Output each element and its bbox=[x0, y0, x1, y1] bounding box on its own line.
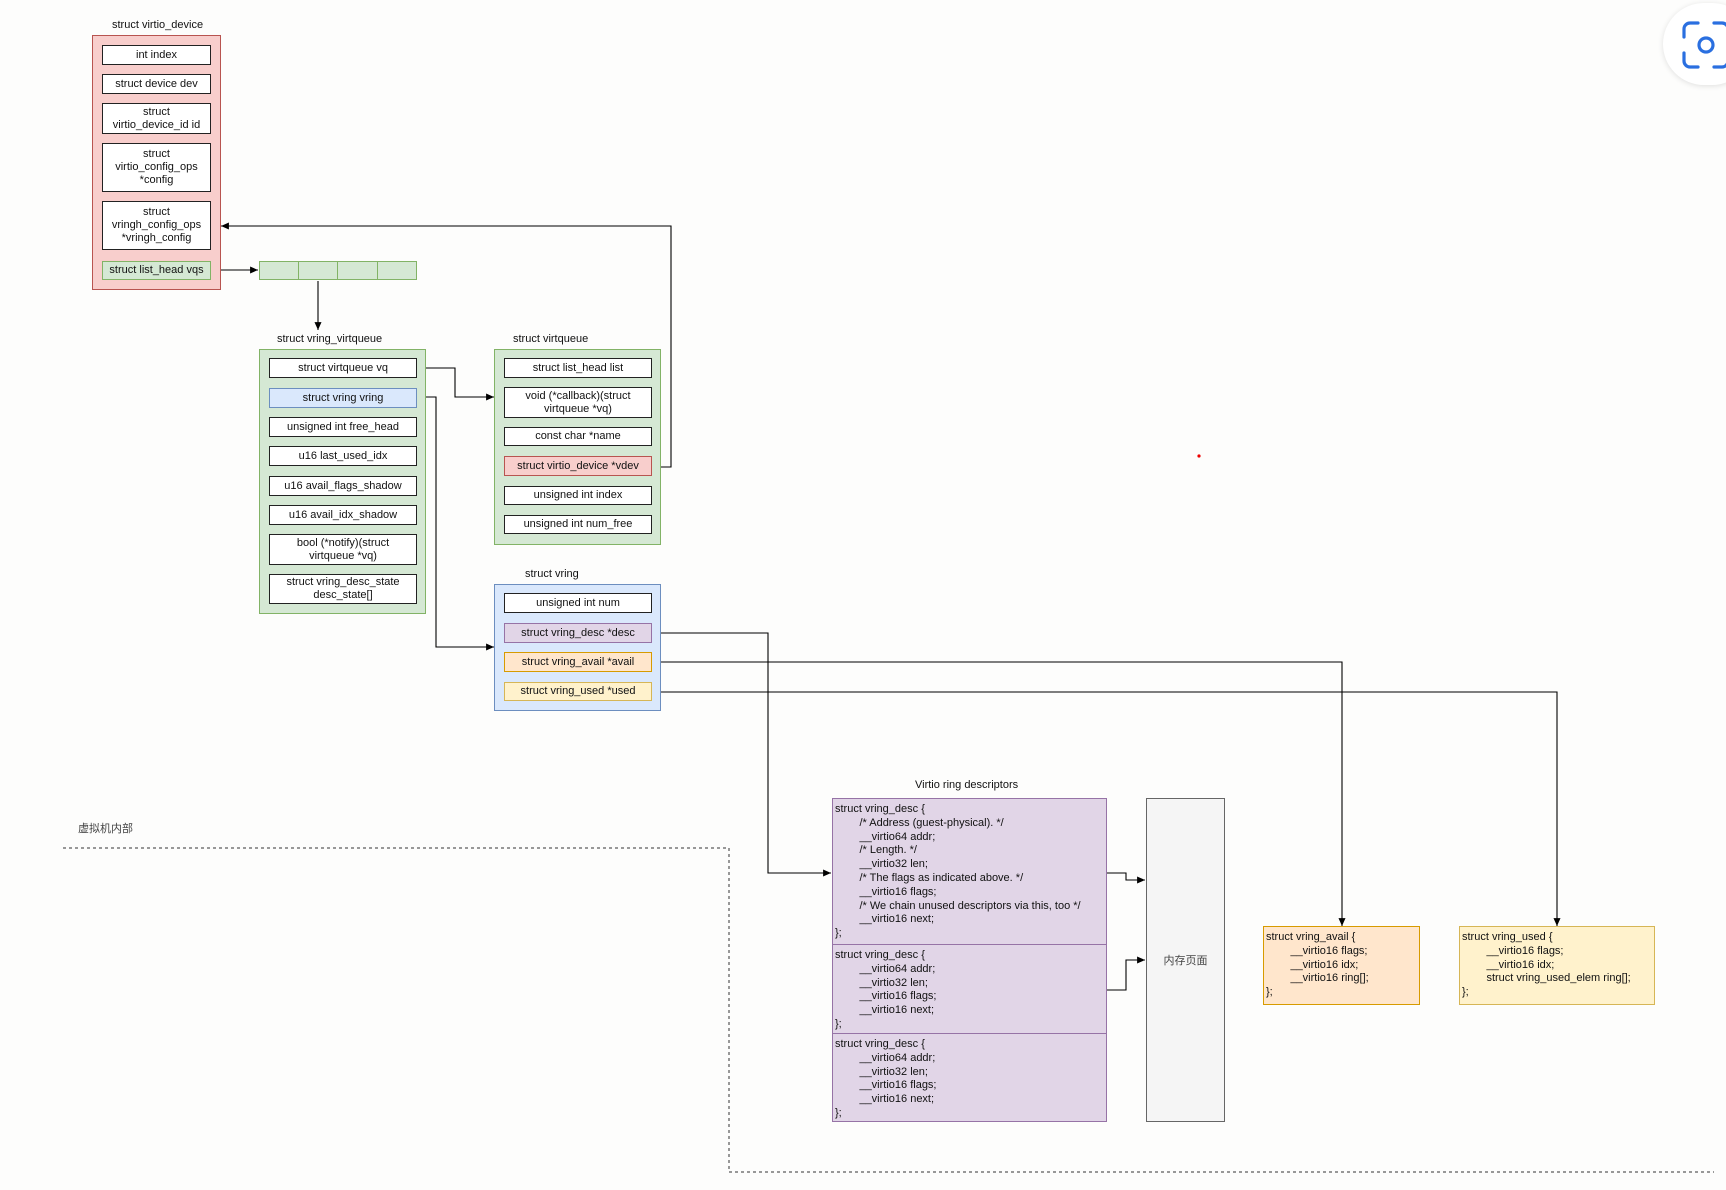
vring-virtqueue-title: struct vring_virtqueue bbox=[277, 333, 383, 345]
vring-desc-block-3: struct vring_desc { __virtio64 addr; __v… bbox=[835, 1038, 937, 1119]
field-int-index: int index bbox=[102, 45, 211, 65]
field-virtqueue-vq: struct virtqueue vq bbox=[269, 358, 417, 378]
field-avail-idx-shadow: u16 avail_idx_shadow bbox=[269, 505, 417, 525]
list-cell bbox=[377, 261, 417, 280]
arrow-vdev-to-virtio-device bbox=[221, 222, 672, 468]
field-vringh-config: struct vringh_config_ops *vringh_config bbox=[102, 201, 211, 250]
vring-avail-panel bbox=[1263, 926, 1420, 1005]
vring-desc-block-2: struct vring_desc { __virtio64 addr; __v… bbox=[832, 945, 1107, 1034]
arrow-desc2-to-memory bbox=[1107, 956, 1145, 991]
memory-page-label: 内存页面 bbox=[1163, 954, 1208, 967]
field-list-head-list: struct list_head list bbox=[504, 358, 652, 378]
arrow-desc-to-descriptors bbox=[651, 632, 831, 877]
vring-desc-block-1: struct vring_desc { /* Address (guest-ph… bbox=[832, 799, 1107, 945]
field-num-free: unsigned int num_free bbox=[504, 515, 652, 534]
field-vdev: struct virtio_device *vdev bbox=[504, 456, 652, 476]
list-cell bbox=[259, 261, 299, 280]
field-vring-vring: struct vring vring bbox=[269, 388, 417, 408]
field-list-head-vqs: struct list_head vqs bbox=[102, 261, 211, 280]
arrow-desc1-to-memory bbox=[1107, 872, 1145, 884]
screenshot-icon bbox=[1682, 21, 1726, 69]
field-callback: void (*callback)(struct virtqueue *vq) bbox=[504, 387, 652, 418]
arrow-used-to-vring-used bbox=[651, 691, 1561, 926]
screenshot-button[interactable] bbox=[1663, 3, 1726, 85]
arrow-avail-to-vring-avail bbox=[651, 661, 1346, 926]
field-desc: struct vring_desc *desc bbox=[504, 623, 652, 643]
vm-boundary-dashed bbox=[63, 847, 1714, 1173]
field-avail: struct vring_avail *avail bbox=[504, 652, 652, 672]
vqs-list-array bbox=[259, 261, 417, 280]
vm-region-label: 虚拟机内部 bbox=[78, 822, 133, 835]
descriptors-title: Virtio ring descriptors bbox=[915, 779, 1019, 791]
descriptors-panel bbox=[832, 798, 1107, 1122]
field-device-dev: struct device dev bbox=[102, 74, 211, 94]
field-name: const char *name bbox=[504, 427, 652, 446]
vring-avail-code: struct vring_avail { __virtio16 flags; _… bbox=[1266, 931, 1369, 999]
field-desc-state: struct vring_desc_state desc_state[] bbox=[269, 574, 417, 604]
field-last-used-idx: u16 last_used_idx bbox=[269, 446, 417, 466]
list-cell bbox=[298, 261, 338, 280]
field-index: unsigned int index bbox=[504, 486, 652, 505]
field-notify: bool (*notify)(struct virtqueue *vq) bbox=[269, 534, 417, 565]
list-cell bbox=[337, 261, 378, 280]
virtqueue-title: struct virtqueue bbox=[513, 333, 589, 345]
virtio-device-title: struct virtio_device bbox=[112, 19, 204, 31]
field-virtio-device-id: struct virtio_device_id id bbox=[102, 103, 211, 134]
arrow-vq-to-virtqueue bbox=[416, 367, 494, 401]
virtqueue-panel bbox=[494, 349, 661, 545]
red-dot bbox=[1197, 454, 1201, 458]
field-used: struct vring_used *used bbox=[504, 682, 652, 701]
memory-page: 内存页面 bbox=[1146, 798, 1225, 1122]
field-free-head: unsigned int free_head bbox=[269, 417, 417, 437]
vring-title: struct vring bbox=[525, 568, 579, 580]
arrow-vring-to-struct-vring bbox=[416, 396, 494, 651]
field-num: unsigned int num bbox=[504, 593, 652, 613]
field-avail-flags-shadow: u16 avail_flags_shadow bbox=[269, 476, 417, 496]
field-config-ops: struct virtio_config_ops *config bbox=[102, 143, 211, 192]
vring-used-panel bbox=[1459, 926, 1655, 1005]
vring-used-code: struct vring_used { __virtio16 flags; __… bbox=[1462, 931, 1631, 999]
